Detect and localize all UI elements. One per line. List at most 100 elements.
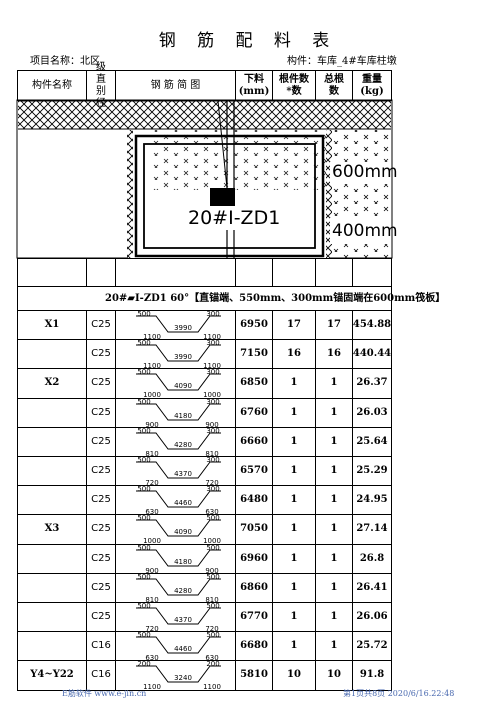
dim-bottom-right: 1100 — [203, 333, 221, 341]
cell-weight: 27.14 — [352, 514, 392, 545]
dim-bottom-right: 630 — [205, 654, 218, 662]
cell-length: 6570 — [235, 456, 273, 487]
cell-weight: 26.03 — [352, 397, 392, 428]
dim-middle: 4460 — [174, 645, 192, 653]
dim-top-left: 500 — [137, 456, 150, 464]
cell-total: 10 — [315, 660, 353, 691]
cell-total: 1 — [315, 514, 353, 545]
cell-length: 5810 — [235, 660, 273, 691]
cell-grade: C16 — [86, 660, 116, 691]
cell-name — [17, 572, 87, 603]
dim-bottom-left: 630 — [145, 654, 158, 662]
dim-top-right: 300 — [206, 310, 219, 318]
cell-total: 1 — [315, 485, 353, 516]
cell-name: X2 — [17, 368, 87, 399]
cell-total: 1 — [315, 631, 353, 662]
cell-weight: 25.29 — [352, 456, 392, 487]
cell-weight: 454.88 — [352, 310, 392, 341]
header-weight: 重量(kg) — [352, 70, 392, 101]
cell-length: 6960 — [235, 543, 273, 574]
cell-length: 6860 — [235, 572, 273, 603]
page-title: 钢 筋 配 料 表 — [158, 31, 338, 51]
cell-grade: C25 — [86, 339, 116, 370]
dim-bottom-left: 900 — [145, 421, 158, 429]
dim-bottom-right: 720 — [205, 625, 218, 633]
cell-name — [17, 631, 87, 662]
cell-count: 16 — [272, 339, 316, 370]
dim-top-left: 500 — [137, 544, 150, 552]
cell-total: 1 — [315, 543, 353, 574]
cell-total: 1 — [315, 368, 353, 399]
dim-middle: 4370 — [174, 470, 192, 478]
cell-grade: C25 — [86, 572, 116, 603]
dim-bottom-right: 900 — [205, 421, 218, 429]
cell-count: 17 — [272, 310, 316, 341]
cell-count: 1 — [272, 543, 316, 574]
cell-grade: C25 — [86, 397, 116, 428]
cell-length: 7050 — [235, 514, 273, 545]
cell-length: 6950 — [235, 310, 273, 341]
dim-bottom-right: 1100 — [203, 683, 221, 691]
cell-name — [17, 456, 87, 487]
dim-bottom-left: 1100 — [143, 333, 161, 341]
member-name: 构件：车库_4#车库柱墩 — [287, 56, 397, 67]
dim-top-left: 500 — [137, 339, 150, 347]
cell-weight: 26.8 — [352, 543, 392, 574]
member-note-text: 20#▰I-ZD1 60°【直锚端、550mm、300mm锚固端在600mm筏板… — [105, 292, 446, 304]
cell-weight: 26.06 — [352, 602, 392, 633]
dim-top-right: 200 — [206, 660, 219, 668]
dim-bottom-left: 1000 — [143, 391, 161, 399]
cell-total: 1 — [315, 397, 353, 428]
dim-middle: 4180 — [174, 558, 192, 566]
cell-count: 1 — [272, 426, 316, 457]
dim-bottom-left: 1000 — [143, 537, 161, 545]
cell-length: 6760 — [235, 397, 273, 428]
dim-top-left: 500 — [137, 368, 150, 376]
dim-top-right: 500 — [206, 602, 219, 610]
dim-bottom-left: 810 — [145, 450, 158, 458]
cell-grade: C25 — [86, 426, 116, 457]
dim-middle: 4280 — [174, 587, 192, 595]
cell-weight: 26.37 — [352, 368, 392, 399]
dim-top-left: 200 — [137, 660, 150, 668]
cell-grade: C25 — [86, 310, 116, 341]
cell-grade: C25 — [86, 368, 116, 399]
cell-count: 1 — [272, 514, 316, 545]
dim-bottom-right: 1100 — [203, 362, 221, 370]
header-grade: 级直别径 — [86, 62, 116, 109]
cell-name — [17, 339, 87, 370]
drawing-label-600: 600mm — [332, 162, 398, 182]
dim-bottom-left: 720 — [145, 625, 158, 633]
dim-bottom-left: 1100 — [143, 683, 161, 691]
cell-total: 1 — [315, 456, 353, 487]
dim-top-left: 500 — [137, 602, 150, 610]
cell-grade: C25 — [86, 543, 116, 574]
header-count: 根件数*数 — [272, 70, 316, 101]
cell-grade: C16 — [86, 631, 116, 662]
dim-top-right: 500 — [206, 573, 219, 581]
cell-count: 1 — [272, 368, 316, 399]
cell-grade: C25 — [86, 602, 116, 633]
cell-count: 1 — [272, 602, 316, 633]
dim-top-right: 500 — [206, 631, 219, 639]
cell-length: 6660 — [235, 426, 273, 457]
cell-length: 6770 — [235, 602, 273, 633]
member-note: 20#▰I-ZD1 60°【直锚端、550mm、300mm锚固端在600mm筏板… — [17, 286, 445, 311]
cell-total: 1 — [315, 602, 353, 633]
cell-length: 7150 — [235, 339, 273, 370]
dim-top-right: 300 — [206, 485, 219, 493]
